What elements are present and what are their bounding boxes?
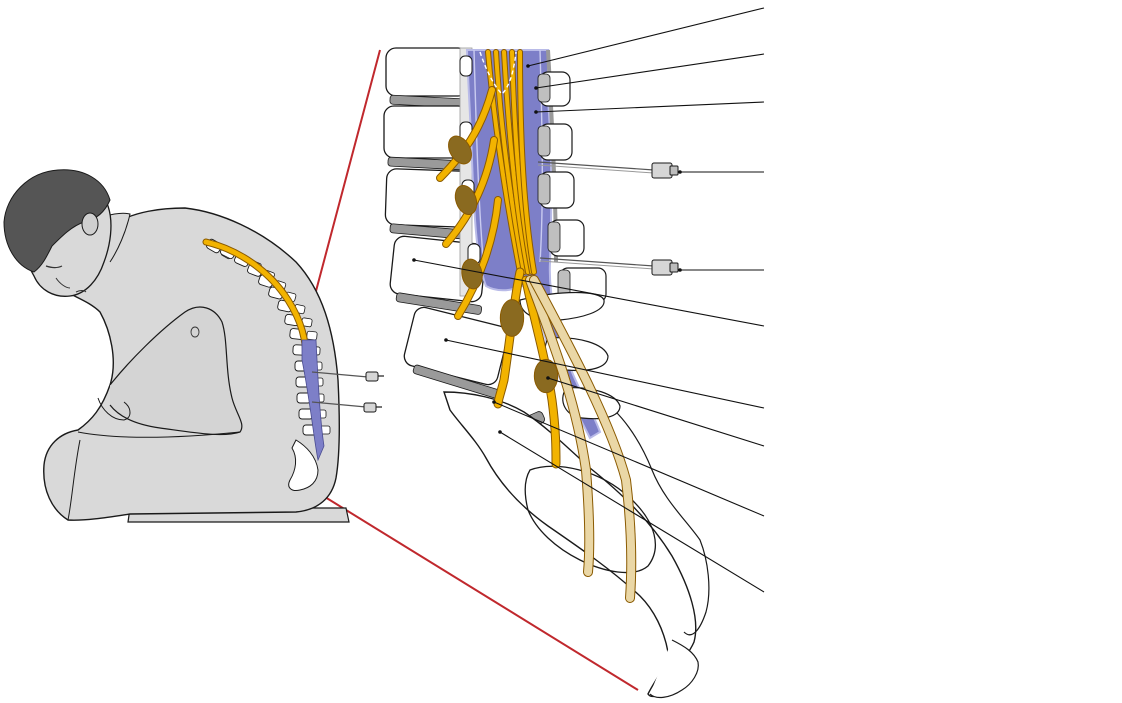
- leader-line: [445, 339, 765, 409]
- coccyx: [649, 639, 699, 699]
- dorsal-root-ganglion: [499, 299, 525, 337]
- nerve-root-fill: [443, 137, 497, 247]
- leader-line-anchor: [546, 376, 550, 380]
- small-needle-shaft-1: [311, 371, 369, 378]
- small-needle-shaft-2: [311, 401, 367, 408]
- spinous-processes: [459, 55, 621, 420]
- lumbar-spine-detail: [383, 47, 710, 699]
- leader-line-anchor: [678, 268, 682, 272]
- dorsal-root-ganglion: [454, 184, 478, 216]
- arachnoid-line: [473, 49, 485, 271]
- nerve-root-fill: [522, 276, 560, 468]
- small-spinous-process: [306, 330, 318, 341]
- zoom-line-bottom: [311, 488, 639, 691]
- leader-line-anchor: [412, 258, 416, 262]
- needle-shaft-lower-b: [539, 260, 655, 270]
- needle-icon: [311, 401, 382, 413]
- leader-line: [413, 259, 765, 327]
- cauda-equina: [436, 49, 637, 603]
- nerve-root-fill: [502, 50, 530, 274]
- needle-icon: [537, 161, 679, 179]
- dorsal-root-ganglion: [448, 135, 472, 165]
- leader-line-anchor: [526, 64, 530, 68]
- patient-arm: [109, 306, 243, 436]
- needle-shaft-upper-b: [537, 164, 655, 174]
- leader-line-anchor: [534, 86, 538, 90]
- patient-eye: [45, 265, 63, 269]
- leader-line: [499, 431, 765, 593]
- needle-icon: [311, 371, 384, 382]
- needle-shaft-upper: [537, 161, 655, 171]
- nerve-root-fill: [455, 197, 501, 319]
- nerve-root-fill: [494, 50, 526, 274]
- sacrum: [443, 391, 697, 698]
- dorsal-root-ganglion: [533, 358, 559, 394]
- needle-cap-lower: [669, 262, 679, 273]
- needle-hub-upper: [651, 162, 673, 179]
- needle-shaft-lower: [539, 257, 655, 267]
- spinous-process-marrow: [547, 221, 561, 253]
- leader-line: [493, 401, 765, 517]
- patient-nose: [55, 277, 71, 289]
- leader-line-anchor: [534, 110, 538, 114]
- patient-ear: [81, 212, 99, 236]
- patient-figure: [3, 169, 384, 523]
- needle-cap-upper: [669, 165, 679, 176]
- leader-line-anchor: [492, 400, 496, 404]
- vertebral-body: [385, 47, 469, 97]
- patient-sacrum: [288, 439, 319, 491]
- nerve-root-fill: [486, 50, 522, 274]
- leader-line: [535, 101, 765, 113]
- patient-thigh: [77, 431, 241, 438]
- patient-hand: [97, 397, 131, 421]
- conus-medullaris: [479, 51, 517, 95]
- nerve-root-fill: [530, 276, 636, 602]
- needle-icon: [539, 257, 679, 276]
- small-needle-hub-2: [363, 402, 377, 413]
- patient-leg: [67, 439, 81, 521]
- leader-line-anchor: [678, 170, 682, 174]
- patient-mouth: [75, 290, 87, 293]
- nerve-root-fill: [518, 50, 536, 274]
- nerve-root-fill: [494, 268, 524, 408]
- nerve-root-fill: [437, 87, 495, 181]
- leader-line: [527, 7, 765, 67]
- patient-nipple: [190, 326, 200, 338]
- leader-line-anchor: [444, 338, 448, 342]
- leader-line: [535, 53, 765, 89]
- spinous-process-marrow: [537, 173, 551, 205]
- nerve-root-fill: [526, 276, 594, 576]
- spinous-process-marrow: [537, 73, 551, 103]
- sacrum-wing: [599, 399, 710, 636]
- small-needle-hub-1: [365, 371, 379, 382]
- leader-line-anchor: [498, 430, 502, 434]
- facet-joint: [459, 55, 473, 77]
- spinous-process-marrow: [537, 125, 551, 157]
- needle-hub-lower: [651, 259, 673, 276]
- leader-line: [547, 377, 765, 447]
- label-leader-lines: [412, 7, 765, 593]
- patient-dural-sac: [301, 339, 325, 462]
